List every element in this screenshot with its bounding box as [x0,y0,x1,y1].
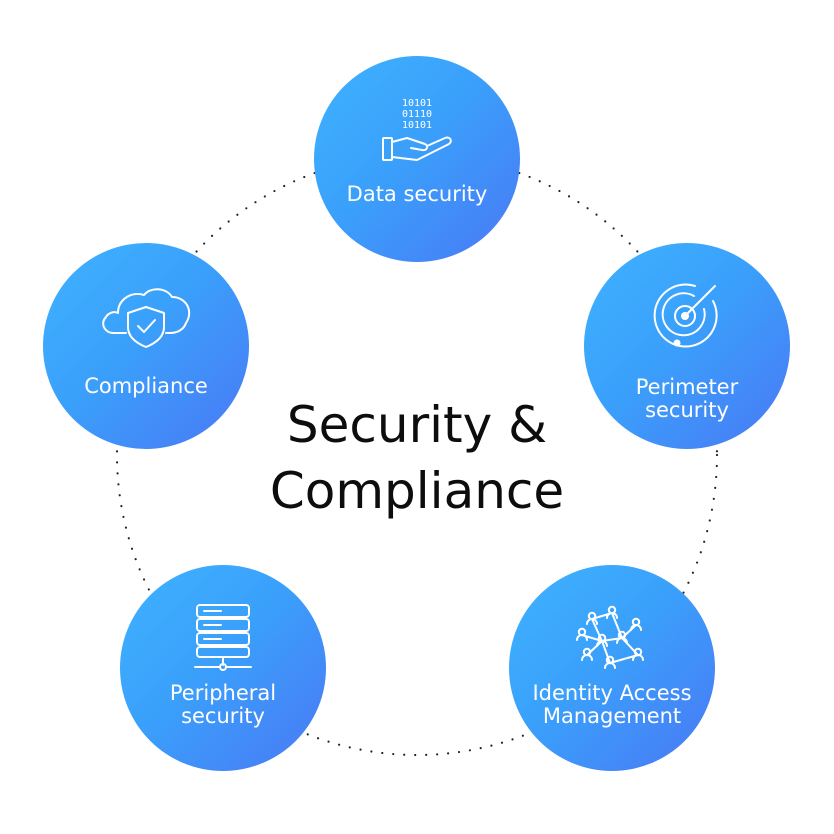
node-label-peripheral-line-2: security [181,704,265,728]
node-label-compliance: Compliance [84,374,208,398]
hand-binary-data-icon: 10101 01110 10101 [382,98,452,161]
diagram-title: Security & Compliance [217,392,617,524]
server-stack-icon [194,604,252,671]
network-users-icon [576,605,644,669]
cloud-shield-check-icon [102,288,191,348]
node-compliance: Compliance [43,243,249,449]
node-perimeter-security: Perimeter security [584,243,790,449]
node-label-data-security: Data security [346,182,488,206]
node-identity-access-management: Identity Access Management [509,565,715,771]
node-label-perimeter-line-1: Perimeter [635,375,739,399]
radar-target-icon [653,283,718,348]
node-label-perimeter-line-2: security [645,398,729,422]
node-data-security: 10101 01110 10101 Data security [314,56,520,262]
node-peripheral-security: Peripheral security [120,565,326,771]
node-label-identity-line-1: Identity Access [532,681,692,705]
svg-text:10101: 10101 [402,98,432,109]
svg-text:01110: 01110 [402,109,432,120]
node-label-identity-line-2: Management [542,704,682,728]
title-line-1: Security & [286,396,548,454]
svg-text:10101: 10101 [402,120,432,131]
title-line-2: Compliance [269,462,565,520]
node-label-peripheral-line-1: Peripheral [169,681,277,705]
